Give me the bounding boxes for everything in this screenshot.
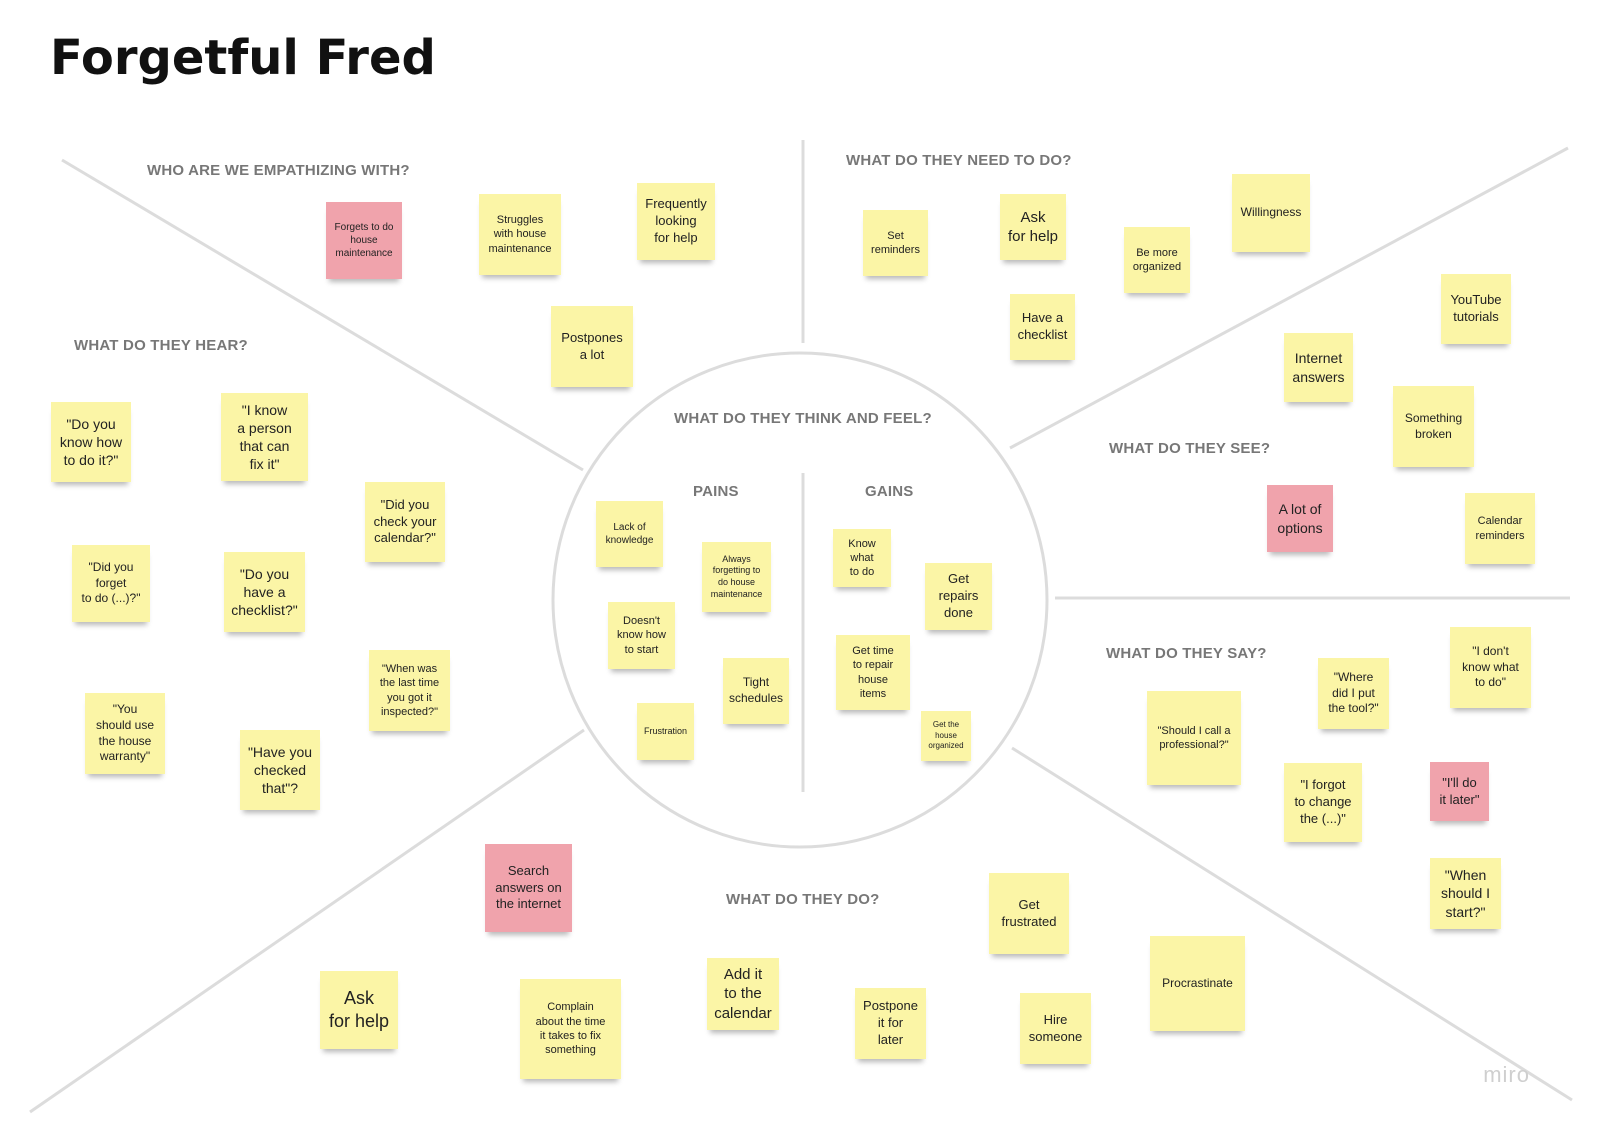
sticky-note-say[interactable]: "Where did I put the tool?" bbox=[1318, 658, 1389, 729]
heading-hear: WHAT DO THEY HEAR? bbox=[74, 337, 248, 354]
miro-logo: miro bbox=[1483, 1062, 1530, 1087]
sticky-note-say[interactable]: "When should I start?" bbox=[1430, 858, 1501, 929]
sticky-note-see[interactable]: YouTube tutorials bbox=[1441, 274, 1511, 344]
sticky-note-do[interactable]: Complain about the time it takes to fix … bbox=[520, 979, 621, 1079]
sticky-note-pain[interactable]: Tight schedules bbox=[723, 658, 789, 724]
heading-need: WHAT DO THEY NEED TO DO? bbox=[846, 152, 1072, 169]
sticky-note-do[interactable]: Get frustrated bbox=[989, 873, 1069, 954]
heading-think-feel: WHAT DO THEY THINK AND FEEL? bbox=[674, 410, 932, 427]
sticky-note-see[interactable]: Calendar reminders bbox=[1465, 493, 1535, 564]
sticky-note-gain[interactable]: Get time to repair house items bbox=[836, 635, 910, 710]
sticky-note-do[interactable]: Hire someone bbox=[1020, 993, 1091, 1064]
sticky-note-do[interactable]: Postpone it for later bbox=[855, 988, 926, 1059]
sticky-note-say[interactable]: "I'll do it later" bbox=[1430, 762, 1489, 821]
heading-gains: GAINS bbox=[865, 483, 914, 500]
sticky-note-pain[interactable]: Frustration bbox=[637, 703, 694, 760]
sticky-note-hear[interactable]: "Do you have a checklist?" bbox=[224, 552, 305, 632]
sticky-note-pain[interactable]: Doesn't know how to start bbox=[608, 602, 675, 669]
heading-who: WHO ARE WE EMPATHIZING WITH? bbox=[147, 162, 410, 179]
sticky-note-say[interactable]: "Should I call a professional?" bbox=[1147, 691, 1241, 785]
heading-do: WHAT DO THEY DO? bbox=[726, 891, 880, 908]
sticky-note-need[interactable]: Willingness bbox=[1232, 174, 1310, 252]
sticky-note-do[interactable]: Add it to the calendar bbox=[707, 958, 779, 1030]
heading-say: WHAT DO THEY SAY? bbox=[1106, 645, 1267, 662]
sticky-note-hear[interactable]: "I know a person that can fix it" bbox=[221, 393, 308, 481]
heading-see: WHAT DO THEY SEE? bbox=[1109, 440, 1271, 457]
sticky-note-gain[interactable]: Get the house organized bbox=[921, 711, 971, 761]
sticky-note-hear[interactable]: "Did you check your calendar?" bbox=[365, 482, 445, 562]
sticky-note-pain[interactable]: Always forgetting to do house maintenanc… bbox=[702, 542, 771, 612]
sticky-note-see[interactable]: A lot of options bbox=[1267, 485, 1333, 552]
sticky-note-do[interactable]: Search answers on the internet bbox=[485, 844, 572, 932]
sticky-note-need[interactable]: Ask for help bbox=[1000, 194, 1066, 260]
page-title: Forgetful Fred bbox=[50, 30, 436, 86]
sticky-note-gain[interactable]: Know what to do bbox=[833, 529, 891, 587]
sticky-note-do[interactable]: Ask for help bbox=[320, 971, 398, 1049]
sticky-note-hear[interactable]: "Did you forget to do (...)?" bbox=[72, 545, 150, 622]
sticky-note-need[interactable]: Be more organized bbox=[1124, 227, 1190, 293]
sticky-note-hear[interactable]: "Do you know how to do it?" bbox=[51, 402, 131, 482]
sticky-note-who[interactable]: Forgets to do house maintenance bbox=[326, 202, 402, 279]
sticky-note-see[interactable]: Internet answers bbox=[1284, 333, 1353, 402]
sticky-note-do[interactable]: Procrastinate bbox=[1150, 936, 1245, 1031]
sticky-note-say[interactable]: "I forgot to change the (...)" bbox=[1284, 763, 1362, 842]
sticky-note-see[interactable]: Something broken bbox=[1393, 386, 1474, 467]
sticky-note-gain[interactable]: Get repairs done bbox=[925, 563, 992, 630]
sticky-note-pain[interactable]: Lack of knowledge bbox=[596, 501, 663, 567]
sticky-note-need[interactable]: Have a checklist bbox=[1010, 294, 1075, 360]
heading-pains: PAINS bbox=[693, 483, 739, 500]
sticky-note-who[interactable]: Struggles with house maintenance bbox=[479, 194, 561, 275]
sticky-note-who[interactable]: Frequently looking for help bbox=[637, 183, 715, 260]
sticky-note-say[interactable]: "I don't know what to do" bbox=[1450, 627, 1531, 708]
sticky-note-who[interactable]: Postpones a lot bbox=[551, 306, 633, 387]
sticky-note-hear[interactable]: "Have you checked that"? bbox=[240, 730, 320, 810]
sticky-note-need[interactable]: Set reminders bbox=[863, 210, 928, 276]
sticky-note-hear[interactable]: "You should use the house warranty" bbox=[85, 693, 165, 774]
sticky-note-hear[interactable]: "When was the last time you got it inspe… bbox=[369, 650, 450, 731]
